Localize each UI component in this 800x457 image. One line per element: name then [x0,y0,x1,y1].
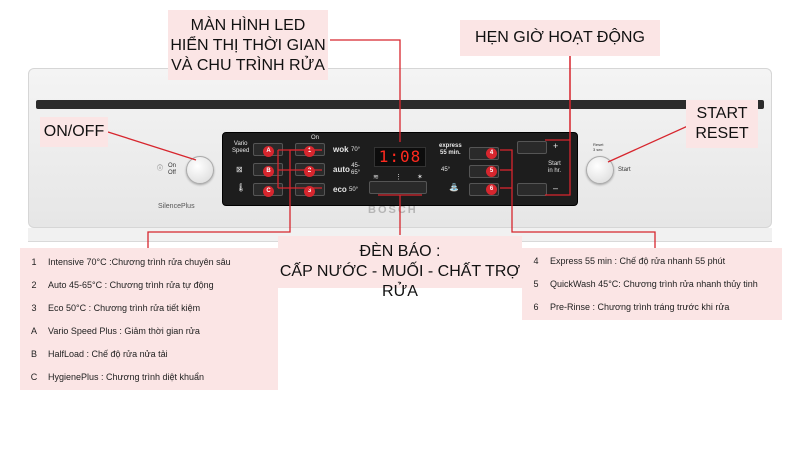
legend-right: 4 Express 55 min : Chế độ rửa nhanh 55 ph… [522,248,782,320]
legend-key: 2 [31,279,37,290]
start-callout-line: START [696,105,748,122]
water-indicator-icon: ≋ [373,174,379,181]
legend-text: Pre-Rinse : Chương trình tráng trước khi… [550,301,730,312]
timer-plus-button[interactable] [517,141,547,154]
wok-temp: 70° [351,147,361,153]
minus-label: – [553,183,559,193]
timer-minus-button[interactable] [517,183,547,196]
legend-left: 1 Intensive 70°C :Chương trình rửa chuyên… [20,248,278,390]
brand-logo: BOSCH [368,204,418,216]
reset-small-label: Reset 3 sec [593,142,604,152]
legend-row: 3 Eco 50°C : Chương trình rửa tiết kiệm [20,296,278,319]
reset-callout-line: RESET [695,125,749,142]
indicators-desc: CẤP NƯỚC - MUỐI - CHẤT TRỢ RỬA [279,263,521,300]
legend-text: Express 55 min : Chế độ rửa nhanh 55 phú… [550,255,726,266]
power-knob[interactable] [186,156,214,184]
salt-indicator-icon: ⋮ [395,174,402,181]
led-callout-line-3: VÀ CHU TRÌNH RỬA [171,57,325,74]
led-callout: MÀN HÌNH LED HIỂN THỊ THỜI GIAN VÀ CHU T… [168,10,328,80]
legend-key: 1 [31,256,37,267]
led-display: 1:08 [374,147,426,167]
led-callout-line-2: HIỂN THỊ THỜI GIAN [170,37,326,54]
silenceplus-label: SilencePlus [158,203,195,210]
dot-5: 5 [486,166,497,177]
indicator-strip [369,181,427,194]
legend-key: 6 [533,301,539,312]
dot-a: A [263,146,274,157]
info-icon: ⓘ [157,166,164,172]
dot-1: 1 [304,146,315,157]
vario-label: Vario Speed [232,141,250,154]
legend-text: Eco 50°C : Chương trình rửa tiết kiệm [48,302,201,313]
dot-4: 4 [486,148,497,159]
dot-c: C [263,186,274,197]
start-small-label: Start [618,167,631,173]
prerinse-icon: ⛲ [449,183,459,192]
eco-temp: 50° [349,187,359,193]
start-reset-callout: START RESET [686,100,758,148]
rinse-aid-indicator-icon: ✶ [417,174,423,181]
door-gap [36,100,764,109]
legend-row: 1 Intensive 70°C :Chương trình rửa chuyên… [20,250,278,273]
hygiene-icon: 🌡 [236,183,247,192]
on-small: On [311,135,320,141]
legend-row: 6 Pre-Rinse : Chương trình tráng trước kh… [522,295,782,318]
legend-key: 3 [31,302,37,313]
legend-text: HalfLoad : Chế độ rửa nửa tải [48,348,168,359]
indicators-title: ĐÈN BÁO : [359,243,441,260]
control-panel: Vario Speed On ⊠ 🌡 A B C 1 2 3 wok 70° a… [222,132,578,206]
led-callout-line-1: MÀN HÌNH LED [190,17,306,34]
start-in-label: Start in hr. [548,161,562,174]
legend-text: QuickWash 45°C: Chương trình rửa nhanh t… [550,278,758,289]
legend-text: Intensive 70°C :Chương trình rửa chuyên … [48,256,231,267]
dot-2: 2 [304,166,315,177]
dot-3: 3 [304,186,315,197]
dot-b: B [263,166,274,177]
legend-key: A [30,325,37,336]
legend-key: 5 [533,278,539,289]
legend-row: B HalfLoad : Chế độ rửa nửa tải [20,342,278,365]
express-label: express 55 min. [439,143,462,156]
legend-row: 4 Express 55 min : Chế độ rửa nhanh 55 ph… [522,249,782,272]
eco-label: eco [333,185,347,194]
legend-row: C HygienePlus : Chương trình diệt khuẩn [20,365,278,388]
legend-text: Vario Speed Plus : Giảm thời gian rửa [48,325,200,336]
legend-key: C [30,371,38,382]
start-knob[interactable] [586,156,614,184]
auto-label: auto [333,165,350,174]
onoff-small-label: On Off [168,163,177,176]
legend-row: 2 Auto 45-65°C : Chương trình rửa tự động [20,273,278,296]
indicators-callout: ĐÈN BÁO : CẤP NƯỚC - MUỐI - CHẤT TRỢ RỬA [278,236,522,300]
legend-row: A Vario Speed Plus : Giảm thời gian rửa [20,319,278,342]
legend-row: 5 QuickWash 45°C: Chương trình rửa nhanh … [522,272,782,295]
quickwash-temp: 45° [441,167,451,173]
dot-6: 6 [486,184,497,195]
wok-label: wok [333,145,349,154]
onoff-callout: ON/OFF [40,117,108,147]
legend-key: 4 [533,255,539,266]
legend-text: Auto 45-65°C : Chương trình rửa tự động [48,279,214,290]
legend-text: HygienePlus : Chương trình diệt khuẩn [48,371,205,382]
halfload-icon: ⊠ [236,165,243,174]
legend-key: B [30,348,37,359]
plus-label: + [553,141,559,151]
auto-temp: 45- 65° [351,163,361,176]
timer-callout: HẸN GIỜ HOẠT ĐỘNG [460,20,660,56]
